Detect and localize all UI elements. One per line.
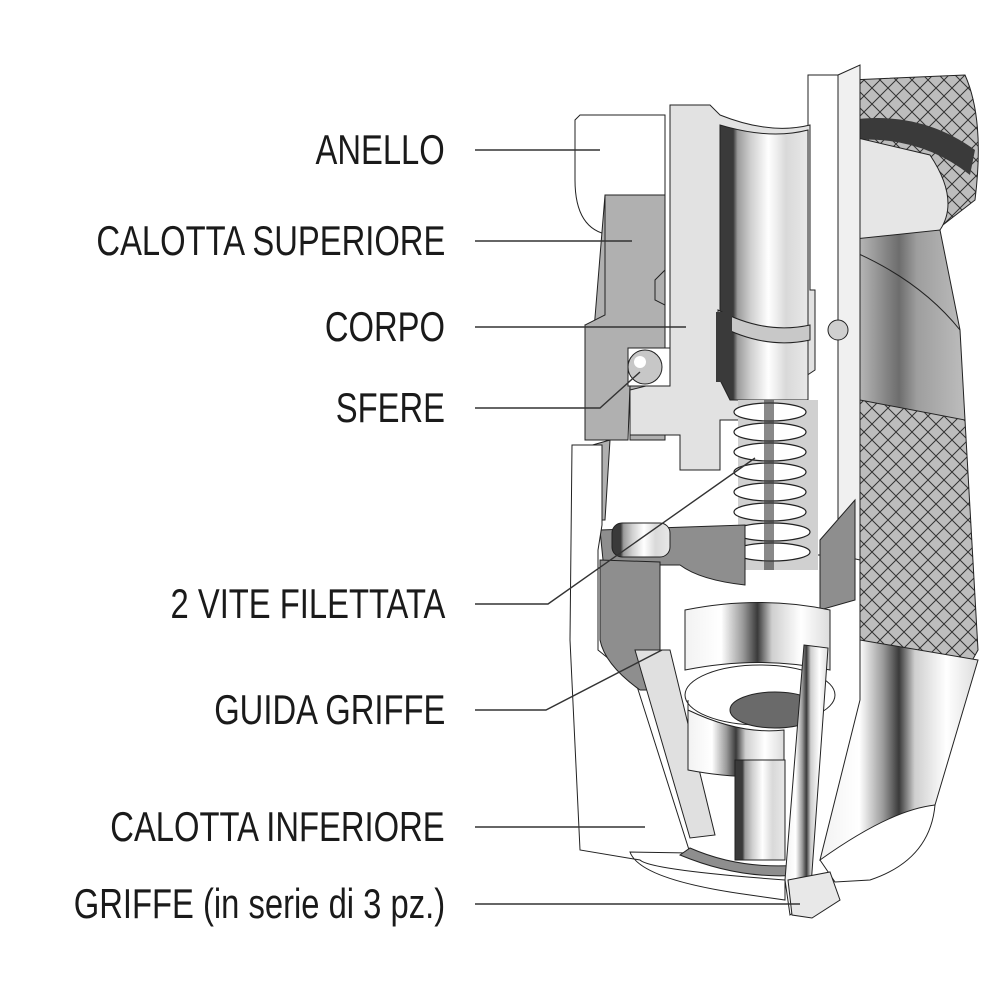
label-anello: ANELLO <box>315 126 445 173</box>
griffe-part <box>784 644 841 919</box>
leader-vite-filettata <box>475 457 756 605</box>
leader-sfere <box>475 371 641 409</box>
label-vite-filettata: 2 VITE FILETTATA <box>170 580 445 627</box>
outer-sleeve <box>819 74 979 883</box>
guida-griffe-part <box>684 602 836 861</box>
leader-guida-griffe <box>475 649 663 711</box>
label-guida-griffe: GUIDA GRIFFE <box>213 686 445 733</box>
label-calotta-superiore: CALOTTA SUPERIORE <box>96 217 445 264</box>
label-calotta-inferiore: CALOTTA INFERIORE <box>110 803 445 850</box>
inner-shaft <box>719 124 809 401</box>
leader-lines <box>475 149 800 905</box>
label-griffe: GRIFFE (in serie di 3 pz.) <box>73 880 445 927</box>
calotta-inferiore-part <box>569 444 786 901</box>
label-corpo: CORPO <box>324 303 445 350</box>
spring-part <box>733 400 818 570</box>
label-sfere: SFERE <box>335 384 445 431</box>
